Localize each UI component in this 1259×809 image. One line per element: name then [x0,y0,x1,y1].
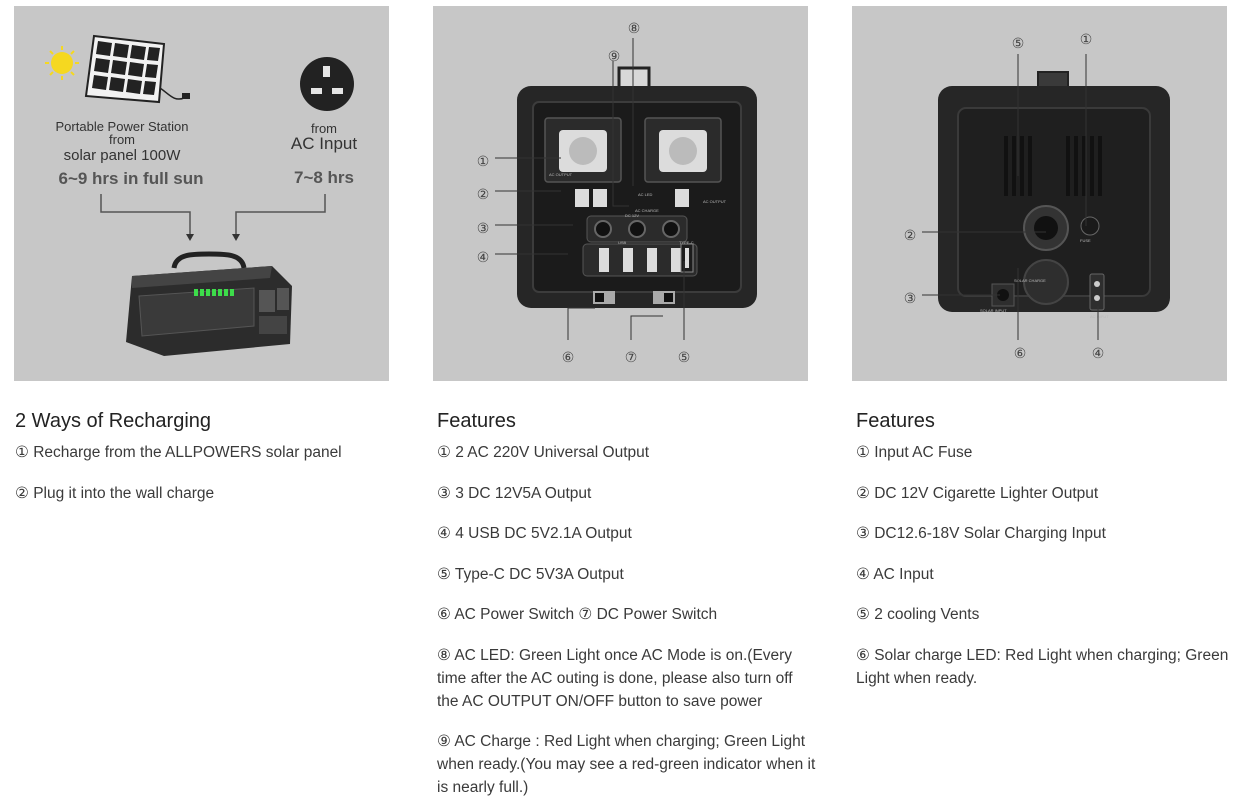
solar-label: solar panel 100W [64,147,182,164]
back-panel-image: SOLAR INPUT AC INPUT FUSE SOLAR CHARGE ⑤… [852,6,1227,381]
callout-2: ② [904,227,917,243]
list-item: ① Input AC Fuse [856,444,973,461]
recharging-list: ① Recharge from the ALLPOWERS solar pane… [14,441,389,505]
dc12v-label: DC 12V [625,213,639,218]
front-features-column: AC OUTPUT AC OUTPUT AC CHARGE AC LED DC … [433,6,815,809]
list-item: ③ 3 DC 12V5A Output [437,484,592,502]
list-item: ④ AC Input [856,565,934,583]
list-item: ③ DC12.6-18V Solar Charging Input [856,525,1106,542]
power-station-front-icon: AC OUTPUT AC OUTPUT AC CHARGE AC LED DC … [517,86,757,308]
ac-plug-icon [300,57,354,111]
callout-6: ⑥ [562,349,575,365]
sun-icon [45,46,79,80]
list-item: ⑨ AC Charge : Red Light when charging; G… [437,733,816,796]
back-panel-diagram: SOLAR INPUT AC INPUT FUSE SOLAR CHARGE ⑤… [904,31,1170,361]
list-item: ⑤ Type-C DC 5V3A Output [437,565,624,583]
list-item: ② Plug it into the wall charge [15,484,215,502]
ac-charge-label: AC CHARGE [635,208,659,213]
callout-5: ⑤ [678,349,691,365]
solar-time: 6~9 hrs in full sun [58,169,203,188]
list-item: ② DC 12V Cigarette Lighter Output [856,484,1099,502]
callout-8: ⑧ [628,20,641,36]
arrow-icon [100,194,326,234]
recharging-image: Portable Power Station from solar panel … [14,6,389,381]
usb-label: USB [618,240,627,245]
recharging-column: Portable Power Station from solar panel … [14,6,389,522]
callout-2: ② [477,186,490,202]
list-item: ⑥ AC Power Switch ⑦ DC Power Switch [437,606,718,623]
solar-panel-icon [84,34,190,104]
front-panel-image: AC OUTPUT AC OUTPUT AC CHARGE AC LED DC … [433,6,808,381]
recharging-heading: 2 Ways of Recharging [15,410,212,432]
leader-lines [495,38,685,340]
callout-1: ① [1080,31,1093,47]
from-label: from [109,132,135,147]
ac-led-label: AC LED [638,192,653,197]
callout-4: ④ [477,249,490,265]
front-features-list: ① 2 AC 220V Universal Output ③ 3 DC 12V5… [433,441,815,799]
callout-3: ③ [477,220,490,236]
ac-output-right-label: AC OUTPUT [703,199,727,204]
ac-input-label: AC Input [291,134,357,153]
power-station-icon [126,251,292,356]
front-features-heading: Features [437,410,516,432]
back-features-list: ① Input AC Fuse ② DC 12V Cigarette Light… [852,441,1228,690]
portable-label: Portable Power Station [56,119,189,134]
list-item: ⑤ 2 cooling Vents [856,606,980,623]
callout-5: ⑤ [1012,35,1025,51]
callout-6: ⑥ [1014,345,1027,361]
ac-time: 7~8 hrs [294,168,354,187]
back-features-column: SOLAR INPUT AC INPUT FUSE SOLAR CHARGE ⑤… [852,6,1228,707]
callout-3: ③ [904,290,917,306]
back-ac-input-label: AC INPUT [1090,314,1109,319]
typec-label: TYPE-C [679,240,694,245]
callout-9: ⑨ [608,48,621,64]
callout-4: ④ [1092,345,1105,361]
solar-input-label: SOLAR INPUT [980,308,1007,313]
callout-7: ⑦ [625,349,638,365]
power-station-back-icon: SOLAR INPUT AC INPUT FUSE SOLAR CHARGE [938,86,1170,319]
list-item: ④ 4 USB DC 5V2.1A Output [437,525,632,542]
callout-markers: ⑧ ⑨ ① ② ③ ④ ⑥ ⑦ ⑤ [477,20,691,365]
list-item: ① Recharge from the ALLPOWERS solar pane… [15,444,342,461]
list-item: ⑧ AC LED: Green Light once AC Mode is on… [437,646,793,710]
ac-output-left-label: AC OUTPUT [549,172,573,177]
fuse-label: FUSE [1080,238,1091,243]
callout-1: ① [477,153,490,169]
list-item: ⑥ Solar charge LED: Red Light when charg… [856,646,1229,687]
back-features-heading: Features [856,410,935,432]
list-item: ① 2 AC 220V Universal Output [437,444,650,461]
from-ac-label: from [311,121,337,136]
callout-markers: ⑤ ① ② ③ ⑥ ④ [904,31,1105,361]
front-panel-diagram: AC OUTPUT AC OUTPUT AC CHARGE AC LED DC … [477,20,757,365]
recharging-illustration: Portable Power Station from solar panel … [45,34,357,356]
solar-charge-label: SOLAR CHARGE [1014,278,1046,283]
leader-lines [922,54,1099,340]
